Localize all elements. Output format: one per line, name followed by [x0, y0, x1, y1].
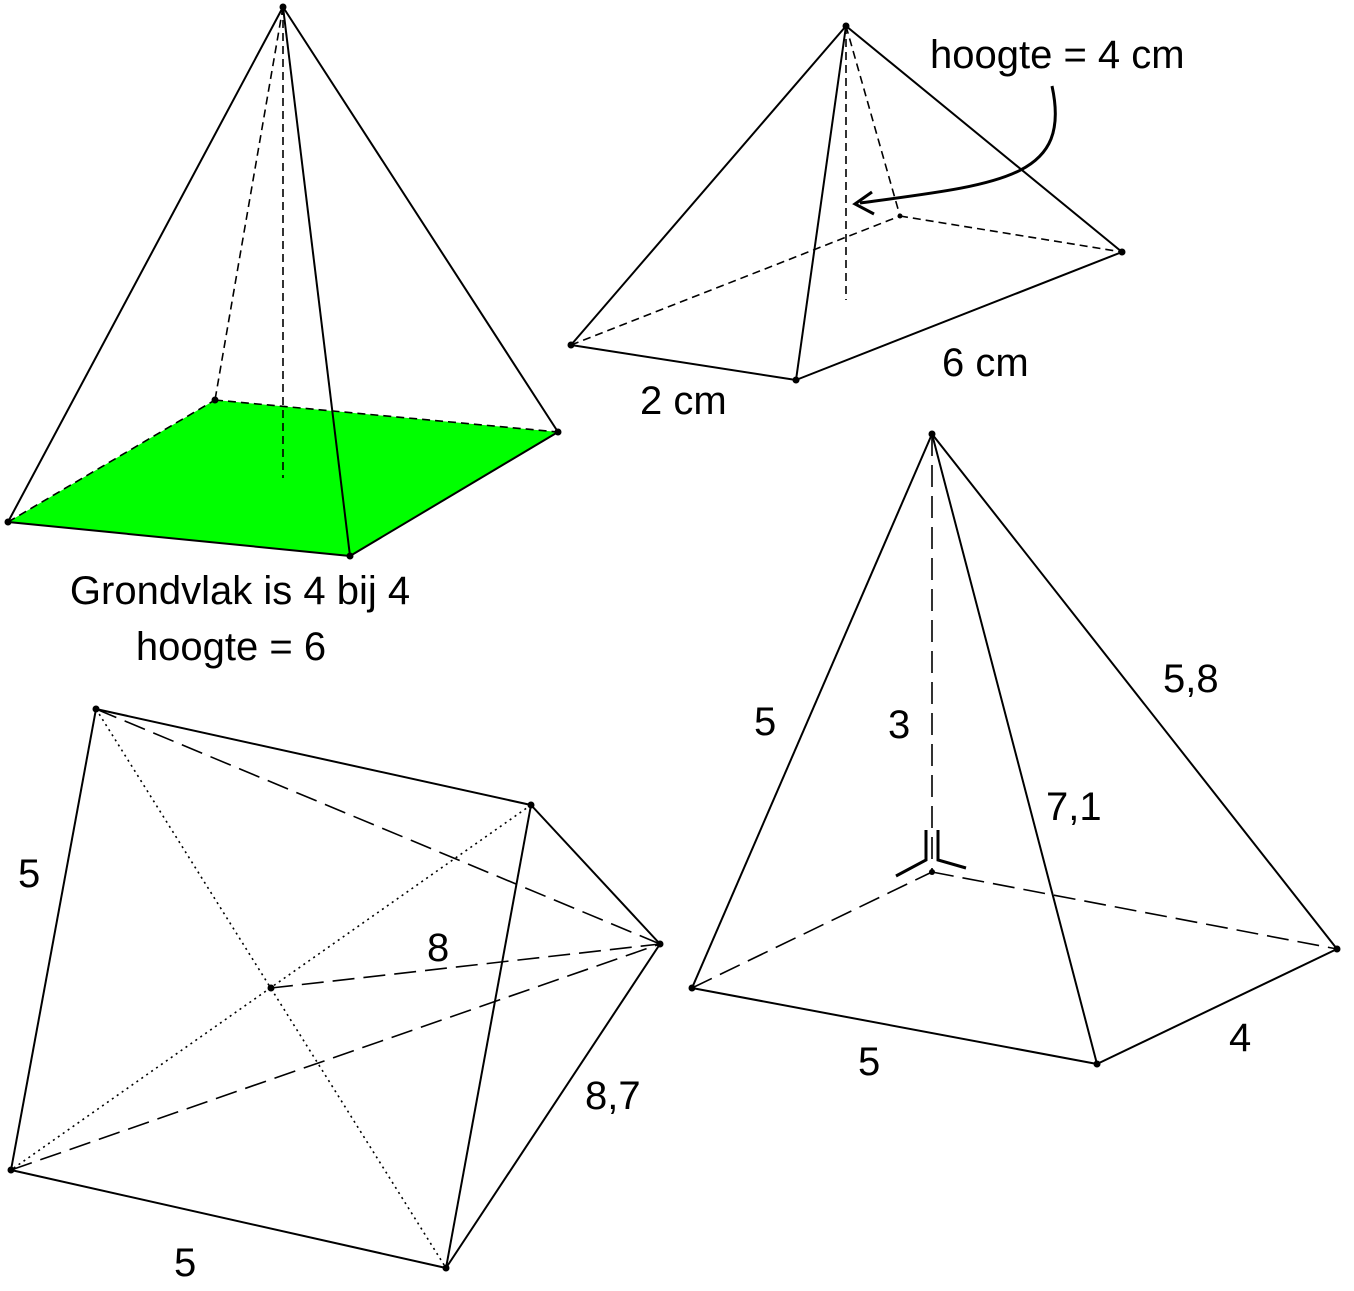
lateral-edge-right	[845, 25, 1123, 253]
front-edge-label: 2 cm	[640, 379, 727, 423]
left-edge-label: 5	[18, 852, 40, 896]
base-edge-front	[691, 987, 1098, 1065]
vertex-point	[842, 22, 850, 30]
height-label: 3	[888, 703, 910, 747]
slant-edge-label: 5	[754, 700, 776, 744]
vertex-point	[211, 396, 219, 404]
lateral-edge-bottom	[445, 943, 661, 1269]
lateral-edge-left	[691, 433, 933, 989]
vertex-point	[346, 552, 354, 560]
base-edge-bottom	[10, 1169, 447, 1269]
base-diagonal	[10, 804, 532, 1171]
vertex-point	[1093, 1060, 1101, 1068]
caption-base-size: Grondvlak is 4 bij 4	[70, 569, 410, 613]
height-label: hoogte = 4 cm	[930, 33, 1185, 77]
lateral-edge-right	[931, 433, 1338, 950]
base-diagonal	[95, 708, 447, 1269]
vertex-point	[928, 430, 936, 438]
right-angle-marker	[895, 830, 967, 878]
caption-height: hoogte = 6	[136, 625, 326, 669]
hidden-lateral-edge	[95, 708, 661, 945]
hidden-base-edge-back	[899, 215, 1123, 253]
base-edge-right	[349, 431, 559, 557]
pointer-arrow-curve	[859, 85, 1057, 205]
base-edge-front	[7, 521, 351, 557]
pyramid-right-corner: 5 3 5,8 7,1 5 4	[688, 430, 1341, 1084]
vertex-point	[527, 801, 535, 809]
hidden-lateral-edge	[214, 6, 284, 401]
lateral-edge-front	[795, 25, 847, 381]
vertex-point	[1333, 945, 1341, 953]
vertex-point	[442, 1264, 450, 1272]
vertex-point	[267, 984, 275, 992]
bottom-edge-label: 5	[174, 1241, 196, 1285]
lateral-edge-front	[282, 6, 351, 557]
lateral-edge-front	[931, 433, 1098, 1065]
pyramid-rectangular-base: hoogte = 4 cm 2 cm 6 cm	[567, 22, 1185, 423]
side-edge-label: 6 cm	[942, 341, 1029, 385]
base-edge-left	[10, 708, 97, 1171]
vertex-point	[279, 3, 287, 11]
vertex-point	[1118, 248, 1126, 256]
vertex-point	[656, 940, 664, 948]
lateral-edge-top	[530, 804, 661, 945]
lateral-edge-right	[282, 6, 559, 433]
hidden-base-edge-back	[931, 871, 1338, 950]
hidden-lateral-edge	[845, 25, 901, 217]
diagonal-edge-label: 7,1	[1046, 785, 1102, 829]
lateral-edge-label: 8,7	[585, 1074, 641, 1118]
vertex-point	[554, 428, 562, 436]
hidden-base-edge-left	[570, 215, 901, 346]
vertex-point	[7, 1166, 15, 1174]
hidden-base-edge-back	[214, 399, 559, 433]
pyramid-square-base: Grondvlak is 4 bij 4 hoogte = 6	[4, 3, 562, 669]
hidden-base-edge-left	[7, 399, 216, 523]
vertex-point	[688, 984, 696, 992]
vertex-point	[4, 518, 12, 526]
base-front-label: 5	[858, 1040, 880, 1084]
base-edge-right	[1096, 948, 1338, 1065]
base-edge-right	[795, 251, 1123, 381]
pyramid-lying: 5 8 8,7 5	[7, 705, 664, 1285]
hidden-lateral-edge	[10, 943, 661, 1171]
height-line	[270, 943, 661, 989]
hidden-base-edge-left	[691, 871, 933, 989]
vertex-point	[92, 705, 100, 713]
vertex-point	[792, 376, 800, 384]
base-side-label: 4	[1229, 1016, 1251, 1060]
vertex-point	[929, 869, 935, 875]
lateral-edge-left	[7, 6, 284, 523]
vertex-point	[567, 341, 575, 349]
lateral-edge-label: 5,8	[1163, 657, 1219, 701]
base-edge-front	[570, 344, 797, 381]
base-edge-right	[445, 804, 532, 1269]
base-edge-top	[95, 708, 532, 806]
height-label: 8	[427, 926, 449, 970]
lateral-edge-left	[570, 25, 847, 346]
pointer-arrow-head	[852, 190, 875, 216]
vertex-point	[897, 213, 903, 219]
